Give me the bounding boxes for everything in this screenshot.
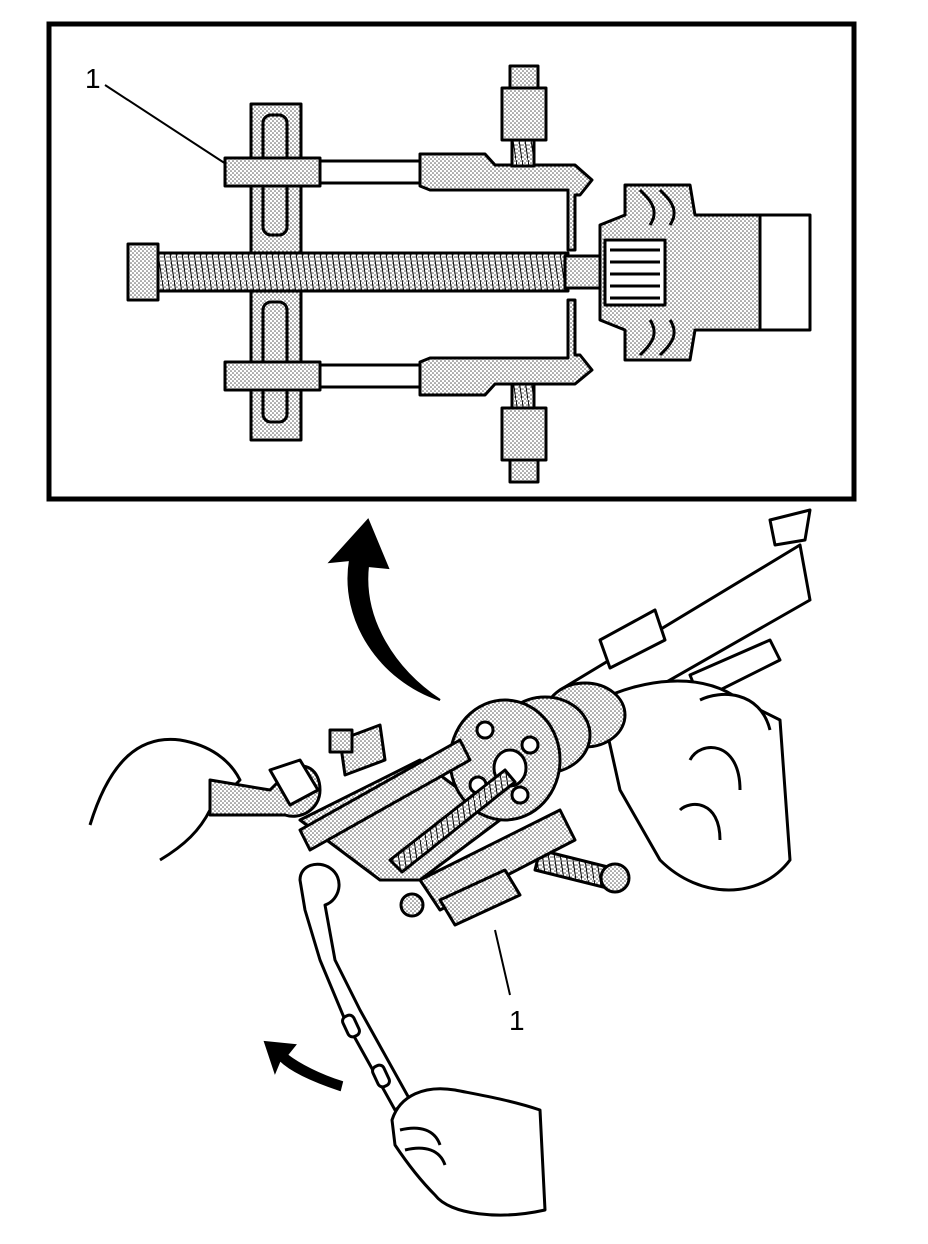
rotation-direction-arrow: [263, 1040, 344, 1092]
main-callout: 1: [494, 929, 525, 1036]
upper-hand-with-wrench: [88, 737, 322, 862]
inset-callout: 1: [85, 63, 227, 165]
drive-shaft-hub: [598, 183, 812, 362]
puller-assembly-in-use: [298, 698, 631, 927]
lower-puller-leg: [223, 298, 594, 397]
curved-reference-arrow: [327, 518, 441, 701]
upper-puller-leg: [223, 152, 594, 252]
lower-adjusting-bolt: [500, 382, 548, 484]
lower-hand-with-ratchet: [298, 862, 547, 1217]
upper-adjusting-bolt: [500, 64, 548, 168]
inset-callout-label: 1: [85, 63, 101, 94]
main-callout-label: 1: [509, 1005, 525, 1036]
puller-cross-section: [126, 64, 812, 484]
forcing-screw: [126, 242, 607, 302]
